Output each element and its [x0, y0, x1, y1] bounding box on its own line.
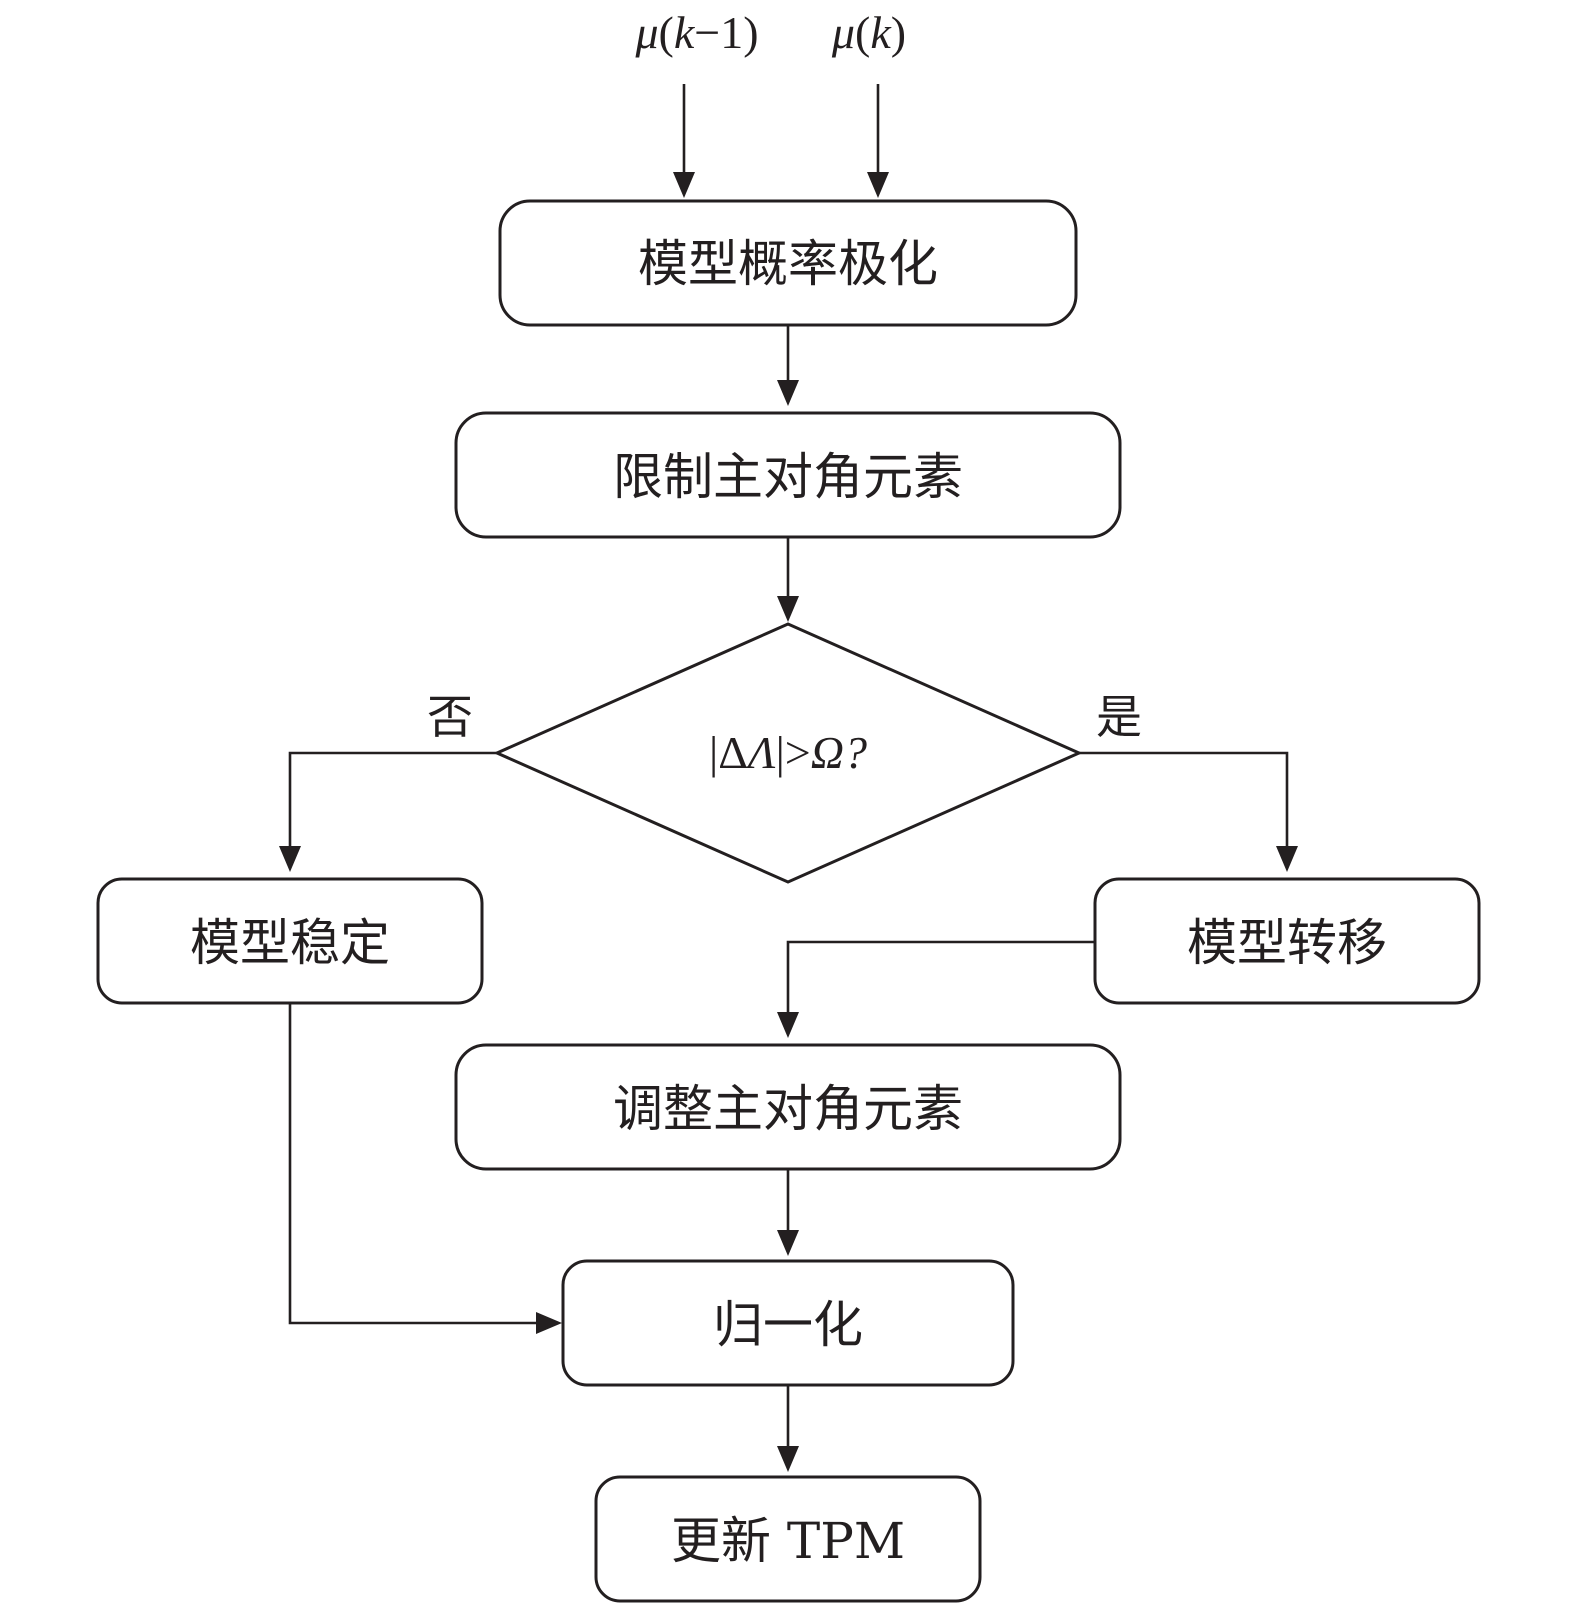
arrowhead	[867, 172, 889, 198]
decision-condition-label: |ΔΛ|>Ω?	[709, 727, 867, 778]
node-polarize-label: 模型概率极化	[638, 235, 938, 293]
arrowhead	[777, 596, 799, 622]
node-update-tpm-label: 更新 TPM	[671, 1512, 905, 1570]
connector	[786, 940, 1095, 1016]
decision-diamond	[493, 622, 1083, 884]
branch-label-no: 否	[427, 690, 473, 744]
arrowhead	[777, 1230, 799, 1256]
arrowhead	[279, 846, 301, 872]
node-limit-diag-label: 限制主对角元素	[613, 448, 963, 506]
arrowhead	[1276, 846, 1298, 872]
connector	[288, 1003, 540, 1325]
node-transfer-label: 模型转移	[1187, 914, 1387, 972]
branch-label-yes: 是	[1096, 690, 1142, 744]
node-normalize-label: 归一化	[713, 1296, 863, 1354]
connector-no	[288, 751, 497, 850]
input-label-mu-k: μ(k)	[831, 7, 906, 58]
connector-yes	[1079, 751, 1289, 850]
arrowhead	[777, 380, 799, 406]
arrowhead	[673, 172, 695, 198]
arrowhead	[536, 1312, 562, 1334]
arrowhead	[777, 1446, 799, 1472]
node-adjust-diag-label: 调整主对角元素	[613, 1080, 963, 1138]
input-label-mu-k-minus-1: μ(k−1)	[634, 7, 758, 58]
node-update-tpm-box	[594, 1475, 982, 1603]
arrowhead	[777, 1012, 799, 1038]
node-stable-label: 模型稳定	[190, 914, 390, 972]
